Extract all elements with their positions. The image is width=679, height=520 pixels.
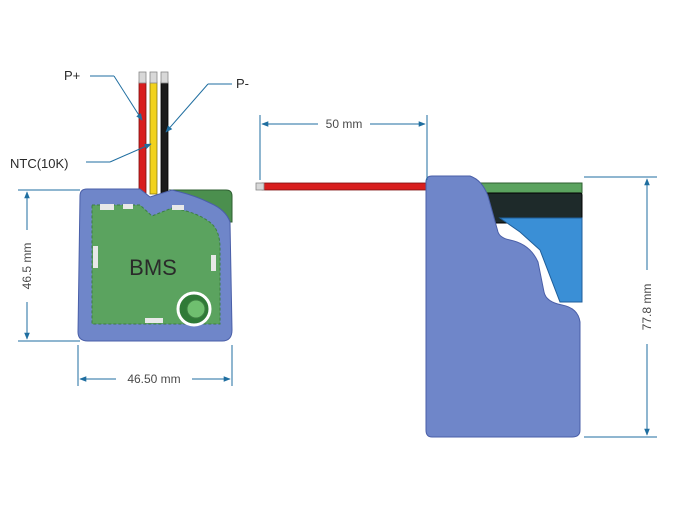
p-minus-label: P- bbox=[236, 76, 249, 91]
shrink-sleeve-side bbox=[425, 175, 581, 438]
dim-height-left: 46.5 mm bbox=[18, 189, 80, 342]
wire-labels: P+ P- NTC(10K) bbox=[10, 68, 249, 171]
dim-wire-length-text: 50 mm bbox=[326, 117, 363, 131]
dim-height-right-text: 77.8 mm bbox=[640, 284, 654, 331]
pcb-strip-side bbox=[469, 182, 583, 194]
dim-height-right: 77.8 mm bbox=[584, 176, 657, 438]
bms-top-view: BMS bbox=[77, 71, 233, 342]
wire-bundle bbox=[138, 71, 169, 195]
bms-label: BMS bbox=[129, 255, 177, 280]
wire-black bbox=[160, 81, 169, 195]
ntc-label: NTC(10K) bbox=[10, 156, 69, 171]
dim-height-left-text: 46.5 mm bbox=[20, 243, 34, 290]
p-plus-label: P+ bbox=[64, 68, 80, 83]
wire-yellow bbox=[149, 81, 158, 195]
dim-width-left-text: 46.50 mm bbox=[127, 372, 180, 386]
battery-cell bbox=[498, 217, 583, 303]
dim-wire-length: 50 mm bbox=[259, 115, 428, 180]
battery-side-view bbox=[255, 175, 583, 438]
dim-width-left: 46.50 mm bbox=[77, 345, 233, 386]
wire-red bbox=[138, 81, 147, 195]
lead-wire bbox=[261, 182, 431, 191]
